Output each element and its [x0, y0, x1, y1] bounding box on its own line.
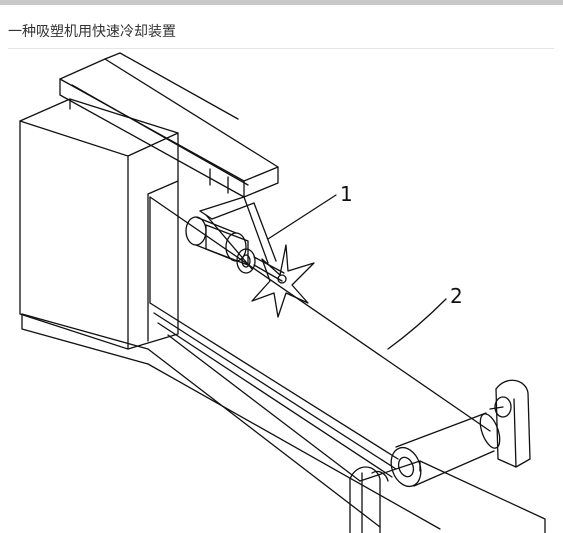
- fan-cooling-assembly: [185, 196, 285, 282]
- conveyor-belt: [149, 196, 491, 478]
- end-roller: [390, 412, 501, 488]
- title-bar: 一种吸塑机用快速冷却装置: [8, 22, 554, 49]
- conveyor-base: [21, 313, 546, 533]
- fan-blade: [251, 244, 315, 318]
- callout-2-label: 2: [450, 284, 463, 308]
- top-strip: [0, 0, 563, 5]
- page-title: 一种吸塑机用快速冷却装置: [8, 24, 176, 40]
- callout-1-label: 1: [340, 182, 353, 206]
- left-housing: [19, 98, 179, 350]
- left-front-bracket: [349, 466, 389, 533]
- callout-2: 2: [387, 284, 463, 350]
- top-beam: [59, 52, 279, 198]
- right-bracket: [489, 379, 531, 468]
- callout-1: 1: [267, 182, 353, 240]
- patent-drawing: 1 2: [0, 49, 563, 533]
